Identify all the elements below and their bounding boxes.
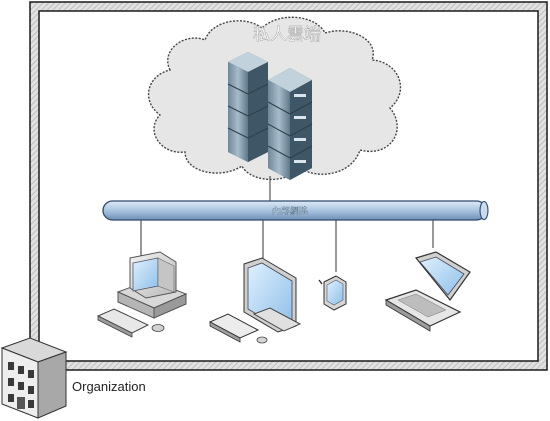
laptop-icon bbox=[384, 251, 471, 332]
mobile-device-icon bbox=[318, 275, 347, 311]
desktop-computer-icon bbox=[96, 251, 188, 338]
building-icon bbox=[0, 337, 68, 419]
network-label: 內部網路 bbox=[272, 205, 308, 217]
server-rack-icon bbox=[227, 52, 313, 180]
monitor-icon bbox=[208, 257, 302, 344]
internal-network-bus: 內部網路 bbox=[102, 200, 489, 221]
network-links bbox=[140, 176, 434, 272]
organization-label: Organization bbox=[72, 379, 146, 394]
cloud-label: 私人雲端 bbox=[253, 25, 321, 45]
